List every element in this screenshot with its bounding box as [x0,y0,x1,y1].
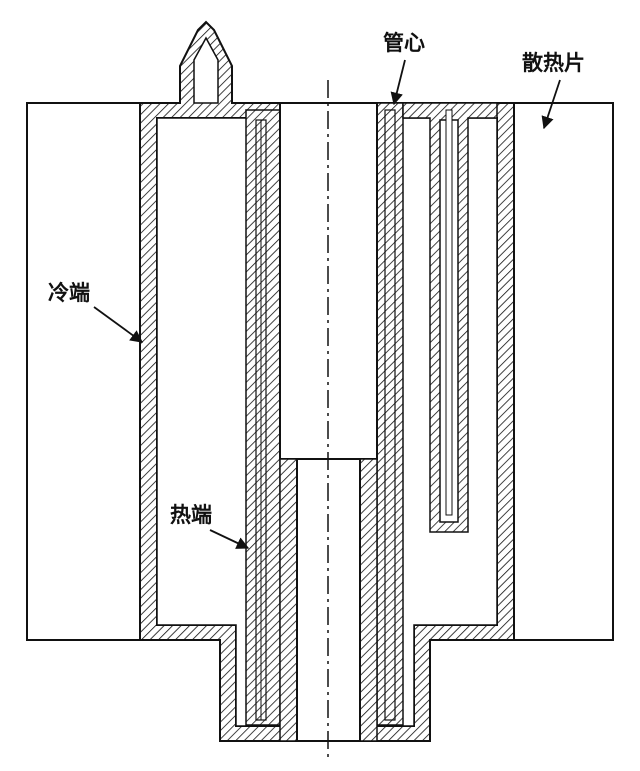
arrow-heat-sink [541,79,561,130]
arrow-cold-end [93,306,144,343]
label-hot-end: 热端 [170,502,212,527]
arrow-hot-end [209,529,250,549]
tube-core-sleeve-right-inner [384,109,396,721]
nozzle-channel [193,36,219,104]
fin-gap [445,109,453,516]
label-cold-end: 冷端 [48,280,90,305]
arrow-tube-core [390,59,406,106]
label-tube-core: 管心 [383,30,425,55]
label-heat-sink: 散热片 [522,50,585,75]
